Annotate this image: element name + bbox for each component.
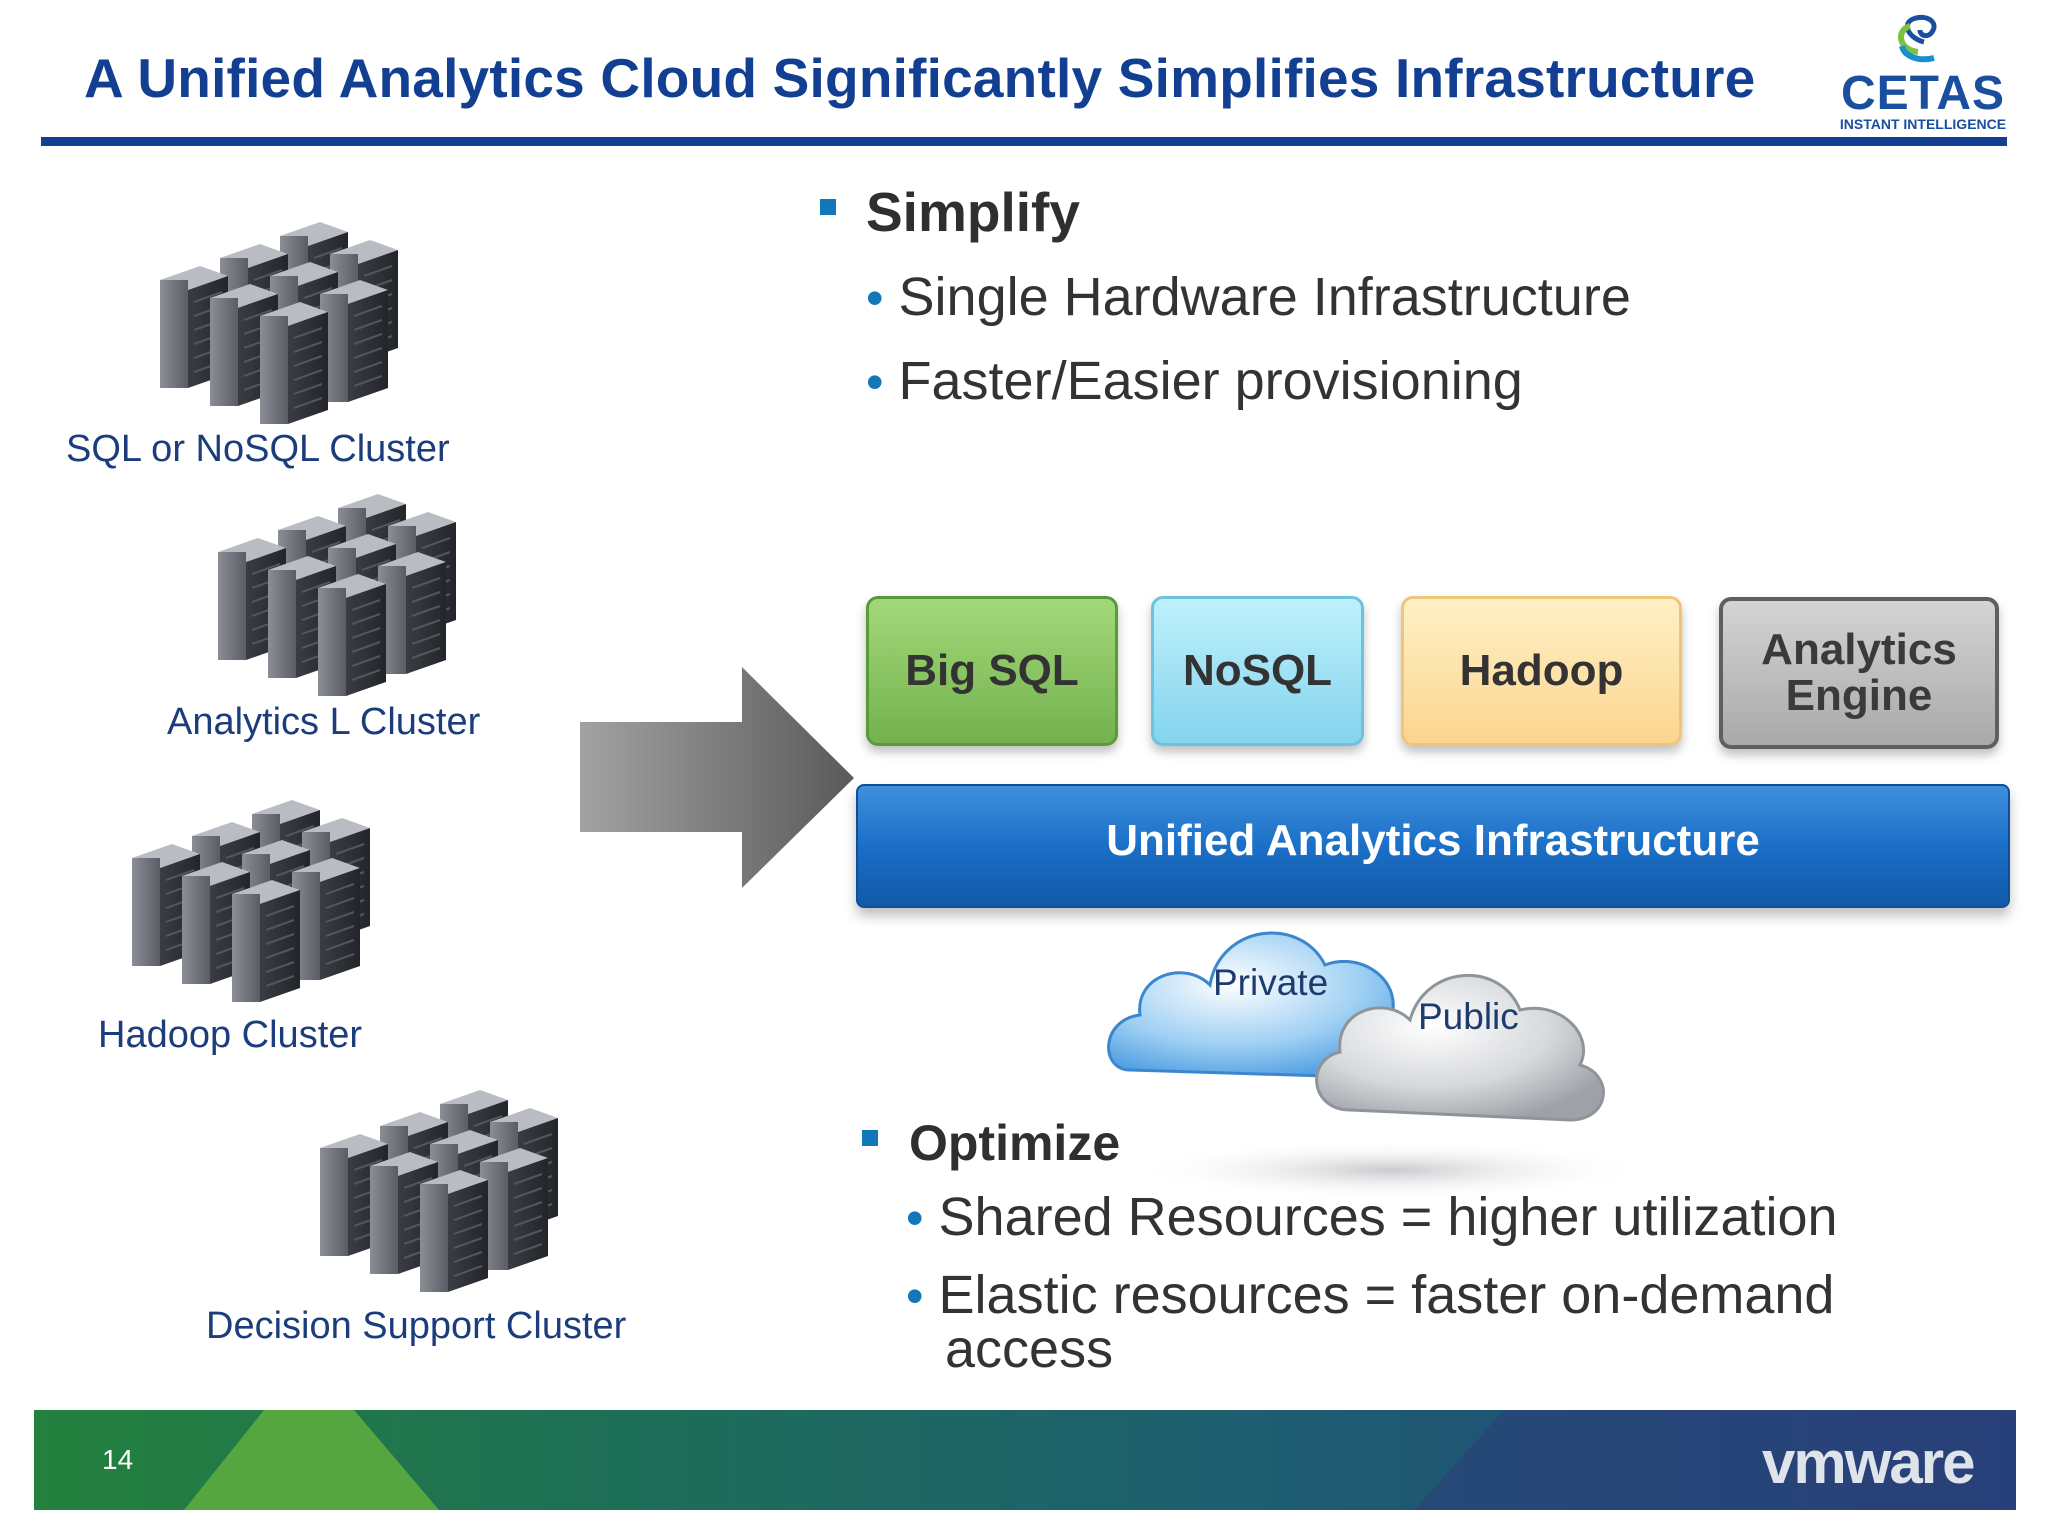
optimize-item: • Elastic resources = faster on-demand — [906, 1265, 1835, 1325]
cluster-label-analytics: Analytics L Cluster — [167, 701, 481, 743]
simplify-item: • Single Hardware Infrastructure — [866, 267, 1631, 327]
bullet-dot: • — [906, 1190, 924, 1246]
box-nosql: NoSQL — [1151, 596, 1364, 746]
server-rack-icon — [160, 222, 399, 425]
footer-band — [34, 1410, 2016, 1510]
optimize-item: • Shared Resources = higher utilization — [906, 1187, 1838, 1247]
cloud-graphic — [1107, 931, 1650, 1200]
logo-wordmark: CETAS — [1840, 67, 2006, 120]
cluster-label-hadoop: Hadoop Cluster — [98, 1014, 363, 1056]
logo-tagline: INSTANT INTELLIGENCE — [1839, 116, 2007, 132]
box-big-sql: Big SQL — [866, 596, 1118, 746]
slide-title: A Unified Analytics Cloud Significantly … — [84, 47, 1756, 109]
box-analytics-engine: Analytics Engine — [1719, 597, 1999, 749]
page-number: 14 — [102, 1444, 134, 1475]
cetas-logo: CETAS INSTANT INTELLIGENCE — [1838, 12, 2008, 132]
footer-decoration — [184, 1410, 2016, 1510]
cloud-label-private: Private — [1213, 962, 1329, 1003]
swirl-logo-icon — [1898, 14, 1937, 63]
simplify-heading: Simplify — [866, 181, 1080, 243]
public-cloud-icon — [1315, 974, 1605, 1122]
server-rack-icon — [320, 1090, 559, 1293]
cluster-label-sql-nosql: SQL or NoSQL Cluster — [66, 428, 450, 470]
bullet-square — [862, 1130, 878, 1146]
bullet-dot: • — [866, 354, 884, 410]
bullet-square — [820, 199, 836, 215]
simplify-item: • Faster/Easier provisioning — [866, 351, 1523, 411]
server-rack-icon — [132, 800, 371, 1003]
vmware-logo: vmware — [1762, 1429, 1975, 1496]
server-rack-icon — [218, 494, 457, 697]
optimize-item-continuation: access — [945, 1319, 1114, 1379]
cloud-label-public: Public — [1418, 996, 1519, 1037]
cluster-label-decision-support: Decision Support Cluster — [206, 1305, 627, 1347]
unified-analytics-infrastructure-bar: Unified Analytics Infrastructure — [856, 784, 2010, 908]
bullet-dot: • — [866, 270, 884, 326]
box-hadoop: Hadoop — [1401, 596, 1682, 746]
title-divider — [41, 137, 2007, 146]
right-arrow-icon — [580, 667, 854, 888]
optimize-heading: Optimize — [909, 1115, 1121, 1171]
bullet-dot: • — [906, 1268, 924, 1324]
